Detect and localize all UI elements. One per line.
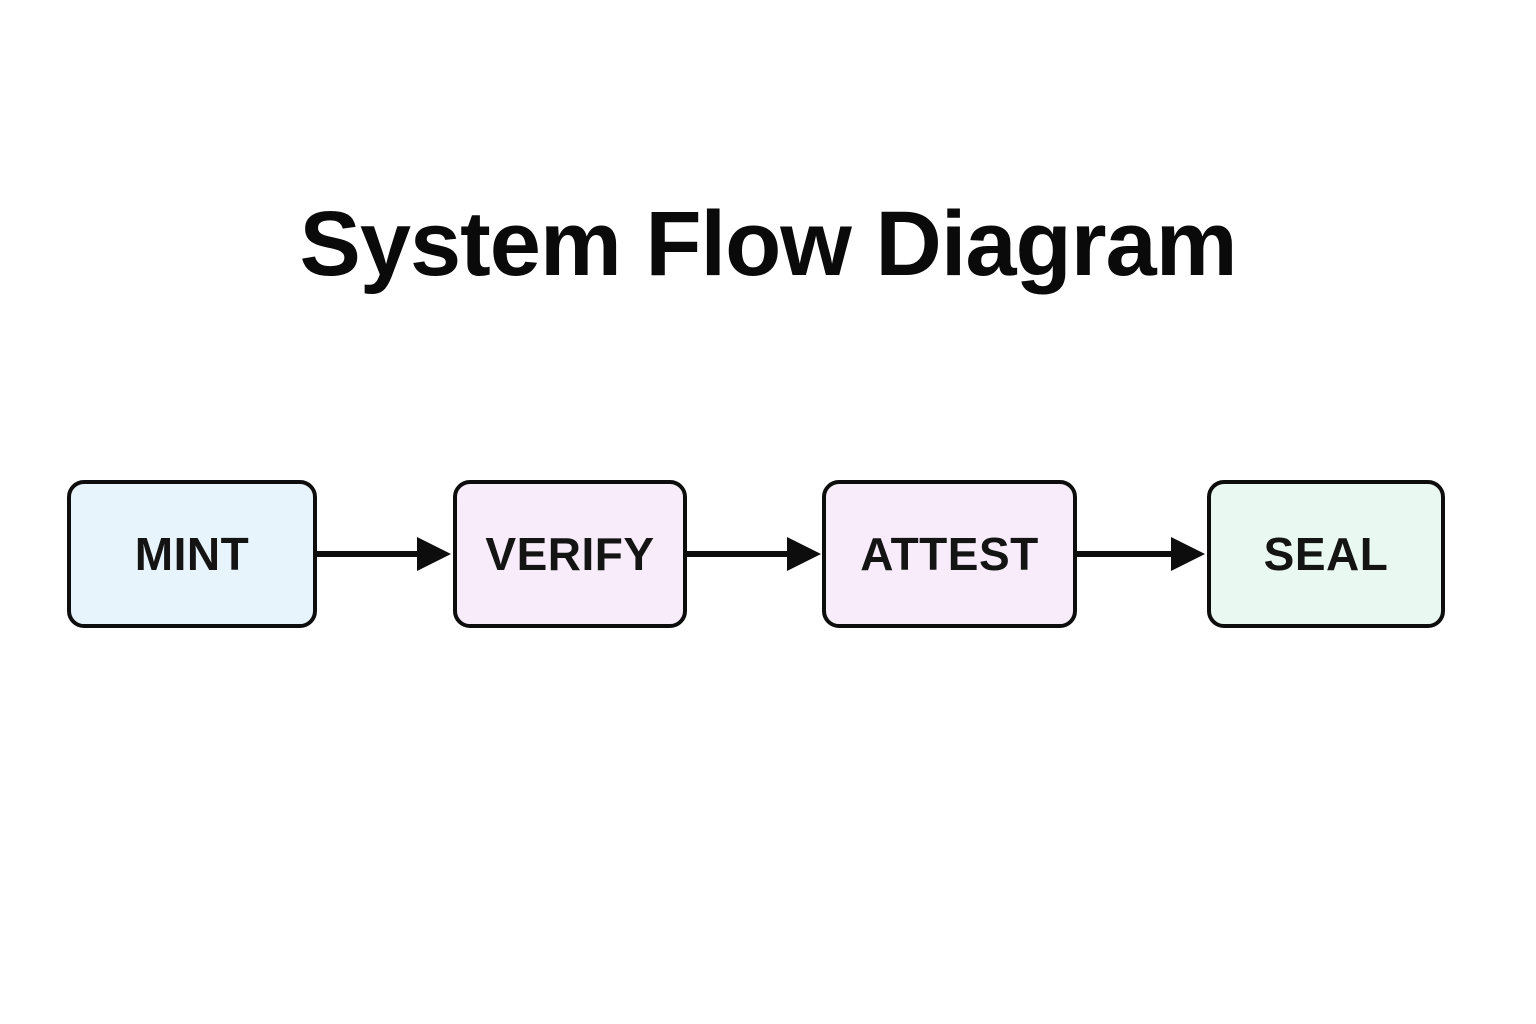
arrow-line (1077, 551, 1171, 557)
arrow-line (687, 551, 787, 557)
arrow-mint-to-verify (317, 537, 451, 571)
page-title: System Flow Diagram (299, 192, 1237, 295)
arrowhead-icon (1171, 537, 1205, 571)
flow-node-seal: SEAL (1207, 480, 1445, 628)
flow-node-mint: MINT (67, 480, 317, 628)
flow-node-verify: VERIFY (453, 480, 687, 628)
arrowhead-icon (417, 537, 451, 571)
arrowhead-icon (787, 537, 821, 571)
arrow-line (317, 551, 417, 557)
arrow-attest-to-seal (1077, 537, 1205, 571)
arrow-verify-to-attest (687, 537, 821, 571)
flow-node-attest: ATTEST (822, 480, 1077, 628)
